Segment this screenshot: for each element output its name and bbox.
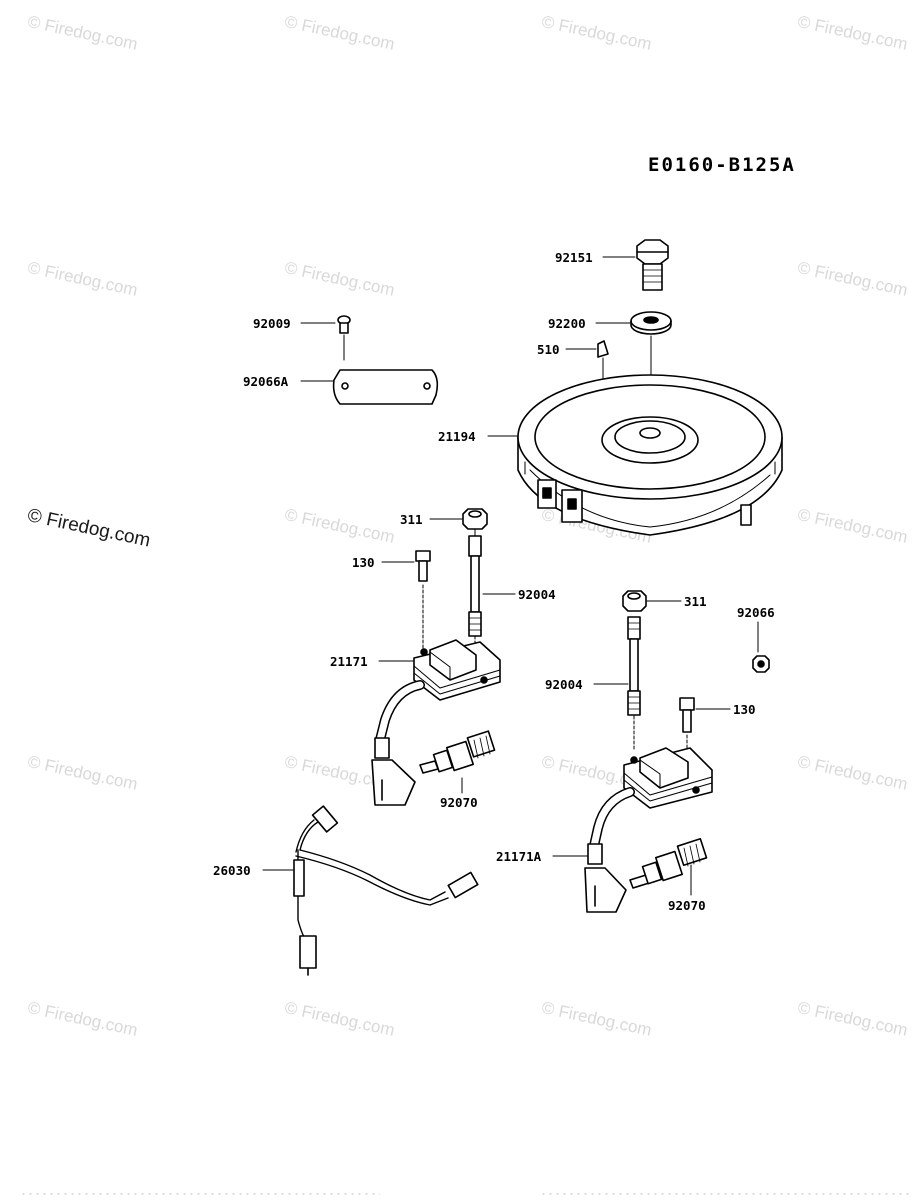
washer-92200 <box>630 311 672 335</box>
leader-lines <box>262 256 759 896</box>
spark-plug-92070-left <box>419 730 496 774</box>
bottom-dotted-rule <box>20 1192 380 1196</box>
bolt-130-left <box>415 550 431 651</box>
stud-92004-left <box>468 535 482 666</box>
diagram-code: E0160-B125A <box>648 154 796 176</box>
part-label-92151: 92151 <box>555 250 593 265</box>
bottom-dotted-rule <box>540 1192 910 1196</box>
ignition-coil-21171 <box>371 639 501 806</box>
part-label-92004-left: 92004 <box>518 587 556 602</box>
part-label-130-right: 130 <box>733 702 756 717</box>
plate-92066A <box>332 369 439 405</box>
screw-92009 <box>337 315 351 361</box>
key-510 <box>597 340 609 358</box>
bolt-92151 <box>636 239 669 291</box>
nut-311-left <box>462 508 488 530</box>
ignition-coil-21171A <box>584 747 713 913</box>
part-label-130-left: 130 <box>352 555 375 570</box>
part-label-21171A: 21171A <box>496 849 542 864</box>
part-label-92004-right: 92004 <box>545 677 583 692</box>
part-label-92070-left: 92070 <box>440 795 478 810</box>
part-label-311-left: 311 <box>400 512 423 527</box>
part-label-92200: 92200 <box>548 316 586 331</box>
part-label-311-right: 311 <box>684 594 707 609</box>
part-label-92009: 92009 <box>253 316 291 331</box>
lead-wire-26030 <box>293 805 479 976</box>
part-label-92066: 92066 <box>737 605 775 620</box>
part-label-510: 510 <box>537 342 560 357</box>
nut-92066 <box>752 655 770 673</box>
part-label-21194: 21194 <box>438 429 476 444</box>
part-label-26030: 26030 <box>213 863 251 878</box>
nut-311-right <box>622 590 647 612</box>
flywheel-21194 <box>517 374 783 536</box>
part-label-92066A: 92066A <box>243 374 289 389</box>
part-label-21171: 21171 <box>330 654 368 669</box>
stud-92004-right <box>627 616 641 751</box>
spark-plug-92070-right <box>629 837 708 889</box>
part-label-92070-right: 92070 <box>668 898 706 913</box>
